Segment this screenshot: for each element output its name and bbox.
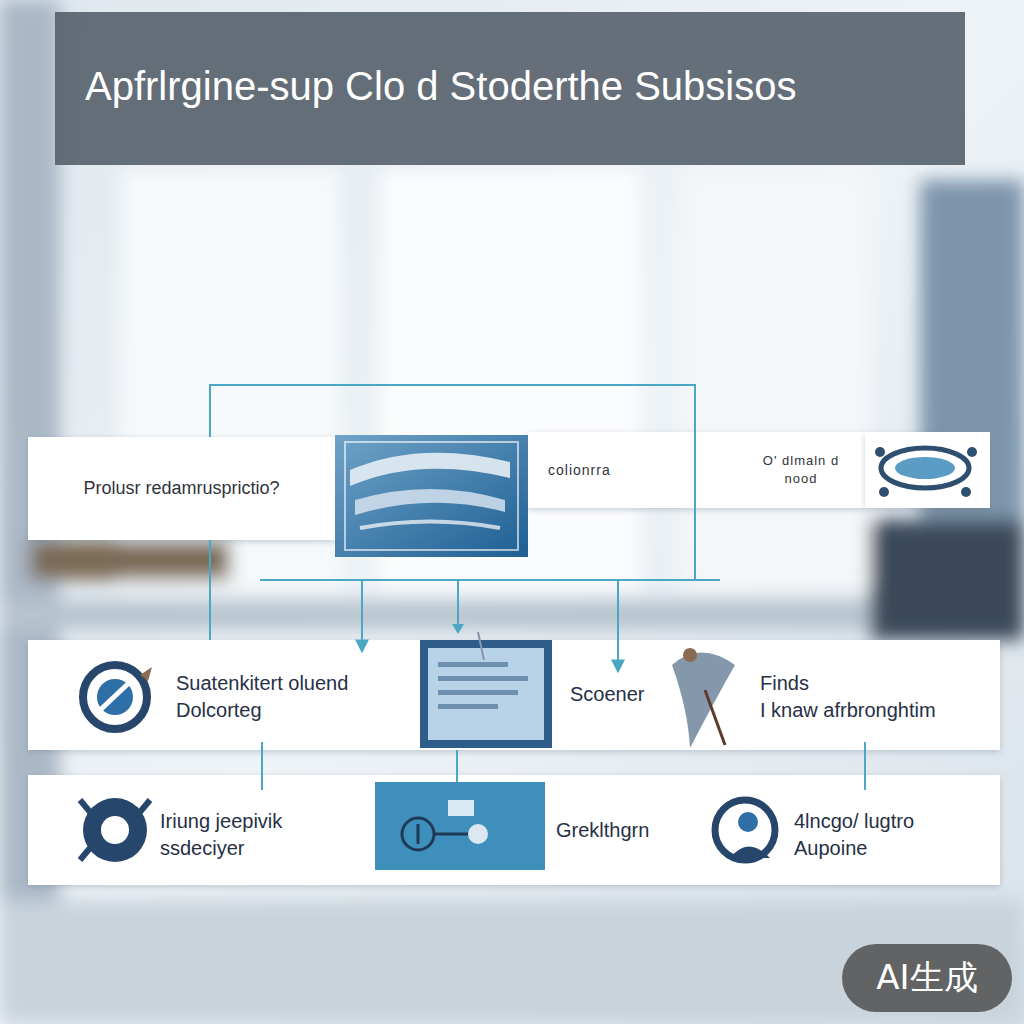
row-band (28, 640, 1000, 750)
node-text: O' dlmaln d (748, 452, 854, 470)
gear-icon (83, 798, 147, 862)
title-band (55, 12, 965, 165)
process-box: O' dlmaln dnood (740, 436, 862, 504)
node-text: colionrra (548, 461, 712, 480)
node-text: Scoener (570, 681, 652, 708)
node-text: nood (748, 470, 854, 488)
watermark-pill (842, 944, 1012, 1012)
node-text: Finds (760, 670, 988, 697)
row-band (28, 775, 1000, 885)
person-icon (715, 800, 775, 860)
node-text: Dolcorteg (176, 697, 408, 724)
process-box: Scoener (562, 672, 660, 716)
node-text: Prolusr redamrusprictio? (36, 476, 327, 500)
ring-icon (881, 448, 969, 488)
document-picture (420, 640, 552, 748)
node-text: Iriung jeepivik (160, 808, 360, 835)
wave-picture (335, 435, 528, 557)
circle-icon (83, 665, 147, 729)
watermark: AI生成 (842, 944, 1012, 1012)
node-text: ssdeciyer (160, 835, 360, 862)
connector (864, 742, 866, 790)
process-box: Suatenkitert oluendDolcorteg (168, 652, 416, 742)
node-text: Suatenkitert oluend (176, 670, 408, 697)
lock-picture (375, 782, 545, 870)
hand-icon (672, 653, 735, 749)
connector (261, 742, 263, 790)
node-text: Aupoine (794, 835, 988, 862)
leader-line (210, 508, 720, 782)
process-box: Prolusr redamrusprictio? (28, 437, 335, 540)
process-box: Greklthgrn (548, 808, 698, 852)
icon-box (865, 432, 990, 508)
process-box: FindsI knaw afrbronghtim (752, 652, 996, 742)
node-text: I knaw afrbronghtim (760, 697, 988, 724)
process-box: Iriung jeepivikssdeciyer (152, 790, 368, 880)
process-box: 4lncgo/ lugtroAupoine (786, 790, 996, 880)
node-text: Greklthgrn (556, 817, 690, 844)
process-box: colionrra (540, 432, 720, 508)
diagram-title: Apfrlrgine-sup Clo d Stoderthe Subsisos (85, 64, 796, 109)
node-text: 4lncgo/ lugtro (794, 808, 988, 835)
